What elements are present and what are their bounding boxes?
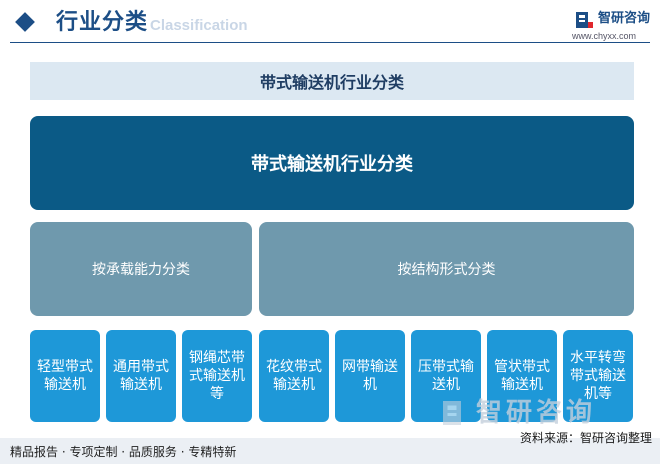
brand-name: 智研咨询 [598, 11, 651, 26]
header-divider [10, 42, 650, 43]
category-node-load-capacity: 按承载能力分类 [30, 222, 252, 316]
root-node: 带式输送机行业分类 [30, 116, 634, 210]
brand-url: www.chyxx.com [572, 31, 637, 41]
leaf-node: 压带式输送机 [411, 330, 481, 422]
diagram-banner: 带式输送机行业分类 [30, 62, 634, 100]
leaf-node: 通用带式输送机 [106, 330, 176, 422]
category-node-structure: 按结构形式分类 [259, 222, 634, 316]
footer-watermark: 智研咨询 [476, 398, 597, 428]
leaf-node: 管状带式输送机 [487, 330, 557, 422]
brand-logo-icon [576, 12, 593, 28]
page-title: 行业分类 [56, 10, 149, 35]
footer-tagline: 精品报告 · 专项定制 · 品质服务 · 专精特新 [10, 445, 237, 459]
leaf-node: 轻型带式输送机 [30, 330, 100, 422]
leaf-node: 网带输送机 [335, 330, 405, 422]
leaf-node: 钢绳芯带式输送机等 [182, 330, 252, 422]
title-watermark: Classification [150, 17, 248, 34]
source-note: 资料来源：智研咨询整理 [519, 431, 652, 445]
diamond-icon [15, 12, 35, 32]
leaf-node: 花纹带式输送机 [259, 330, 329, 422]
footer-bar [0, 438, 660, 464]
leaf-node: 水平转弯带式输送机等 [563, 330, 633, 422]
watermark-logo-icon [443, 401, 461, 425]
